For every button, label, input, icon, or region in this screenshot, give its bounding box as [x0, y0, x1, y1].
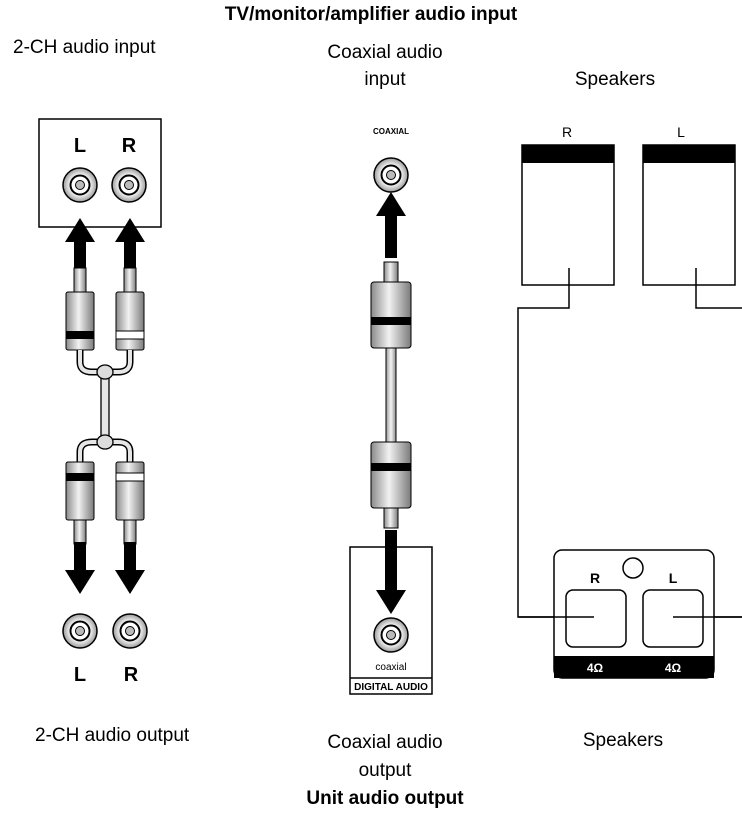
terminal-right[interactable] [565, 589, 627, 648]
speakers-bottom-label: Speakers [582, 730, 664, 751]
twoch-arrow-down-left [65, 542, 95, 594]
unit-output-title: Unit audio output [306, 788, 464, 809]
speaker-left [642, 144, 736, 286]
twoch-arrow-up-right [115, 218, 145, 270]
speaker-right [521, 144, 615, 286]
coaxial-output-panel: coaxial DIGITAL AUDIO [349, 530, 433, 695]
twoch-input-jack-left[interactable] [62, 167, 98, 203]
terminal-left-label: L [669, 570, 678, 586]
coaxial-input-jack[interactable] [373, 157, 409, 193]
coaxial-arrow-down [376, 530, 406, 614]
twoch-bottom-right-label: R [124, 664, 139, 686]
twoch-bottom-plug-right [115, 461, 145, 545]
twoch-input-label: 2-CH audio input [13, 37, 156, 58]
coaxial-input-label-line2: input [364, 69, 406, 90]
twoch-output-label: 2-CH audio output [35, 725, 190, 746]
impedance-left-label: 4Ω [665, 661, 682, 675]
coaxial-output-label-line2: output [358, 760, 412, 781]
coaxial-bottom-plug [370, 441, 412, 529]
speaker-left-label: L [677, 124, 685, 140]
twoch-top-right-label: R [122, 135, 137, 157]
terminal-center-hole [622, 557, 644, 579]
digital-audio-label: DIGITAL AUDIO [354, 682, 428, 693]
coaxial-output-label-line1: Coaxial audio [327, 732, 443, 753]
twoch-output-jack-right[interactable] [112, 613, 148, 649]
terminal-right-label: R [590, 570, 600, 586]
twoch-y-cable [76, 350, 134, 462]
twoch-top-plug-left [65, 267, 95, 351]
coaxial-input-label-line1: Coaxial audio [327, 42, 443, 63]
twoch-bottom-plug-left [65, 461, 95, 545]
twoch-output-jack-left[interactable] [62, 613, 98, 649]
twoch-input-panel: L R [38, 118, 162, 228]
twoch-bottom-left-label: L [74, 664, 86, 686]
coaxial-top-jack-label: COAXIAL [373, 127, 409, 136]
twoch-arrow-down-right [115, 542, 145, 594]
coaxial-cable [385, 347, 397, 443]
twoch-input-jack-right[interactable] [111, 167, 147, 203]
twoch-arrow-up-left [65, 218, 95, 270]
twoch-top-plug-right [115, 267, 145, 351]
speaker-terminal-panel: R L 4Ω 4Ω [553, 549, 715, 679]
speaker-right-label: R [562, 124, 572, 140]
coaxial-top-plug [370, 261, 412, 349]
coaxial-output-jack[interactable] [373, 617, 409, 653]
coaxial-arrow-up [376, 192, 406, 258]
coaxial-bottom-jack-label: coaxial [375, 662, 406, 673]
speakers-top-label: Speakers [574, 69, 656, 90]
terminal-left[interactable] [642, 589, 704, 648]
impedance-right-label: 4Ω [587, 661, 604, 675]
diagram-title: TV/monitor/amplifier audio input [224, 4, 518, 25]
twoch-top-left-label: L [74, 135, 86, 157]
